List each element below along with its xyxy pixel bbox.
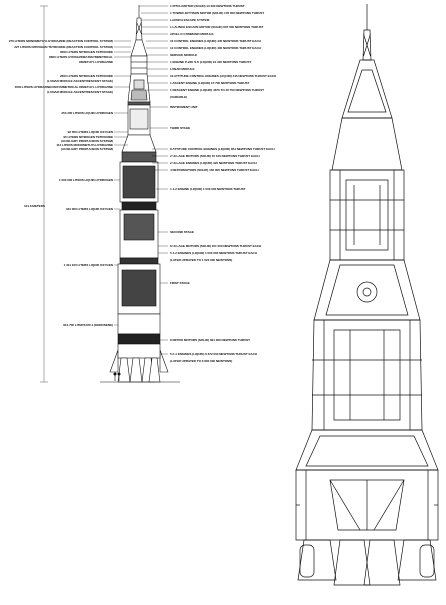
left-callout-label: 2600 LITERS NITROGEN TETROXIDE bbox=[60, 74, 113, 78]
right-callout-label: SECOND STAGE bbox=[170, 230, 194, 234]
right-callout-label: 5 J-2 ENGINES (LIQUID) 1 000 000 NEWTONS… bbox=[170, 251, 258, 255]
right-callout-label: 12 CONTROL ENGINES (LIQUID) 400 NEWTONS … bbox=[170, 46, 262, 50]
right-callout-label: 16 ATTITUDE CONTROL ENGINES (LIQUID) 445… bbox=[170, 74, 277, 78]
right-callout-label: 1 TOWER JETTISON MOTOR (SOLID) 178 000 N… bbox=[170, 11, 264, 15]
left-callout-label: 810 700 LITERS RP-1 (KEROSENE) bbox=[63, 323, 113, 327]
right-callout-label: 1 ASCENT ENGINE (LIQUID) 15 700 NEWTONS … bbox=[170, 81, 250, 85]
left-callout-label: 95 LITERS NITROGEN TETROXIDE bbox=[63, 135, 113, 139]
right-callout-label: (VARIABLE) bbox=[170, 95, 187, 99]
saturn-v-rocket bbox=[100, 5, 180, 383]
right-callout-label: (LATER UPRATED TO 6 800 000 NEWTONS) bbox=[170, 359, 232, 363]
right-callout-label: 1 PITCH MOTOR (SOLID) 13 300 NEWTONS THR… bbox=[170, 4, 245, 8]
left-callout-label: 4500 LITERS HYDRAZINE/UNSYMMETRICAL DIME… bbox=[15, 85, 113, 89]
left-callout-label: 114 LITERS MONOMETHYLHYDRAZINE bbox=[56, 143, 113, 147]
right-callout-label: 2 ULLAGE ENGINES (LIQUID) 320 NEWTONS TH… bbox=[170, 161, 258, 165]
right-callout-label: 1 DESCENT ENGINE (LIQUID) 4670 TO 46 700… bbox=[170, 88, 264, 92]
left-callout-label: (AUXILIARY PROPULSION SYSTEM) bbox=[61, 147, 113, 151]
right-callout-label: 8 ATTITUDE CONTROL ENGINES (LIQUID) 654 … bbox=[170, 147, 275, 151]
left-callout-label: 1 311 100 LITERS LIQUID OXYGEN bbox=[64, 263, 114, 267]
right-callout-label: 1 J-2 ENGINE (LIQUID) 1 000 000 NEWTONS … bbox=[170, 187, 246, 191]
right-callout-label: THIRD STAGE bbox=[170, 126, 190, 130]
right-callout-label: 4 RETROMOTORS (SOLID) 150 000 NEWTONS TH… bbox=[170, 168, 259, 172]
right-callout-label: 8 RETRO MOTORS (SOLID) 391 000 NEWTONS T… bbox=[170, 338, 250, 342]
left-callout-label: 276 LITERS MONOMETHYLHYDRAZINE (REACTION… bbox=[9, 39, 113, 43]
right-callout-label: APOLLO COMMAND MODULE bbox=[170, 32, 213, 36]
right-callout-label: FIRST STAGE bbox=[170, 281, 190, 285]
right-callout-label: 5 F-1 ENGINES (LIQUID) 6 672 000 NEWTONS… bbox=[170, 352, 258, 356]
left-callout-label: 92 350 LITERS LIQUID OXYGEN bbox=[68, 130, 114, 134]
left-panel: 101.6 METERS bbox=[9, 4, 277, 383]
left-callout-label: DIMETHYL HYDRAZINE bbox=[79, 60, 113, 64]
height-label: 101.6 METERS bbox=[24, 204, 45, 208]
right-callout-label: (LATER UPRATED TO 1 023 000 NEWTONS) bbox=[170, 258, 232, 262]
right-callout-label: 1 ENGINE P-22K S.S (LIQUID) 91 400 NEWTO… bbox=[170, 60, 251, 64]
left-callout-label: 8600 LITERS HYDRAZINE/UNSYMMETRICAL bbox=[49, 55, 113, 59]
right-callout-label: 16 CONTROL ENGINES (LIQUID) 445 NEWTONS … bbox=[170, 39, 262, 43]
left-callouts: 276 LITERS MONOMETHYLHYDRAZINE (REACTION… bbox=[9, 39, 131, 327]
right-callout-label: LUNAR MODULE bbox=[170, 67, 195, 71]
right-callout-label: 1 LAUNCH ESCAPE MOTOR (SOLID) 667 000 NE… bbox=[170, 25, 264, 29]
left-callout-label: 227 LITERS NITROGEN TETROXIDE (REACTION … bbox=[14, 45, 113, 49]
height-dimension: 101.6 METERS bbox=[22, 5, 48, 383]
left-callout-label: 331 000 LITERS LIQUID OXYGEN bbox=[66, 207, 114, 211]
right-callout-label: LAUNCH ESCAPE SYSTEM bbox=[170, 18, 210, 22]
left-callout-label: (LUNAR MODULE ASCENT/DESCENT STAGE) bbox=[47, 79, 113, 83]
left-callout-label: (AUXILIARY PROPULSION SYSTEM) bbox=[61, 139, 113, 143]
right-callout-label: 8 ULLAGE MOTORS (SOLID) 101 000 NEWTONS … bbox=[170, 244, 262, 248]
left-callout-label: 9500 LITERS NITROGEN TETROXIDE bbox=[60, 50, 113, 54]
left-callout-label: (LUNAR MODULE ASCENT/DESCENT STAGE) bbox=[47, 90, 113, 94]
cutaway-drawing bbox=[295, 4, 439, 586]
left-callout-label: 253 200 LITERS LIQUID HYDROGEN bbox=[61, 111, 113, 115]
right-callout-label: INSTRUMENT UNIT bbox=[170, 105, 198, 109]
left-callout-label: 1 000 000 LITERS LIQUID HYDROGEN bbox=[59, 178, 114, 182]
right-callout-label: SERVICE MODULE bbox=[170, 53, 197, 57]
right-callout-label: 2 ULLAGE MOTORS (SOLID) 15 100 NEWTONS T… bbox=[170, 154, 260, 158]
right-callouts: 1 PITCH MOTOR (SOLID) 13 300 NEWTONS THR… bbox=[139, 4, 277, 363]
